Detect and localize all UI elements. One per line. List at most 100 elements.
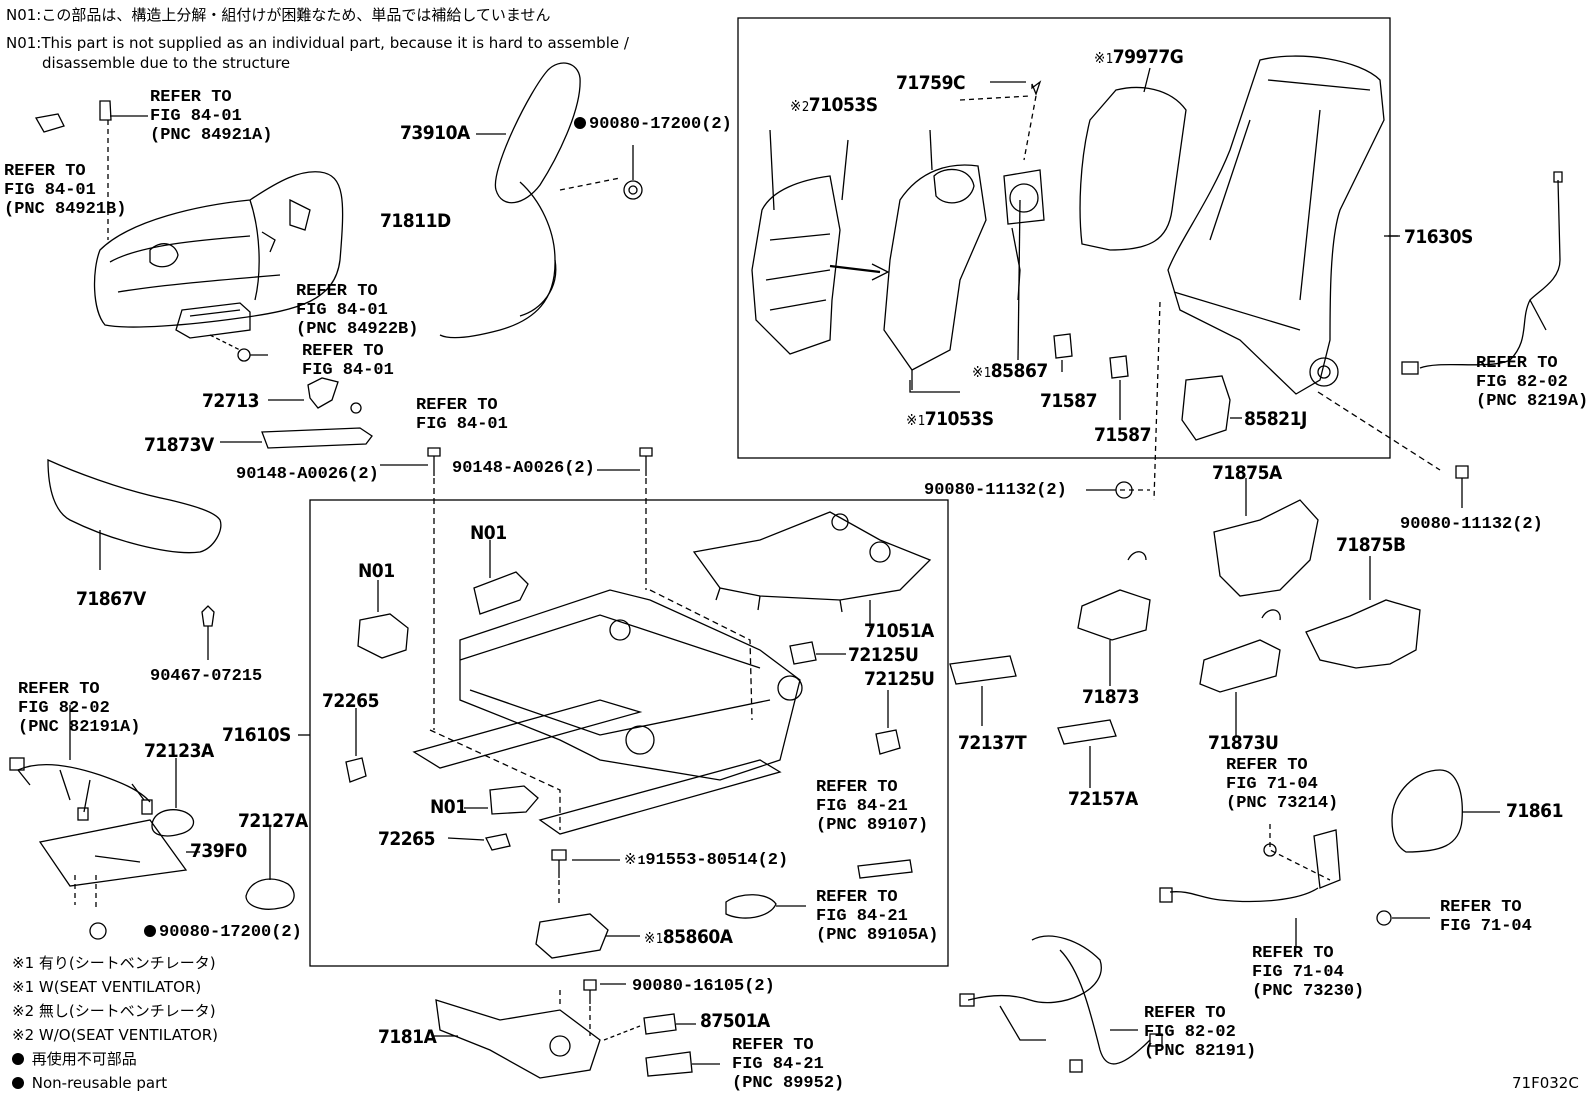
part-71867v[interactable]: 71867V bbox=[76, 588, 146, 610]
part-71053s-lower[interactable]: ※171053S bbox=[906, 408, 994, 430]
harness-71873V-drawing bbox=[220, 427, 373, 449]
part-71875a[interactable]: 71875A bbox=[1212, 462, 1282, 484]
part-90148-a0026-left[interactable]: 90148-A0026(2) bbox=[236, 465, 379, 484]
bolt-90080-11132-drawing bbox=[1086, 465, 1469, 508]
refer-fig-84-21-pnc-89952[interactable]: REFER TO FIG 84-21 (PNC 89952) bbox=[732, 1036, 845, 1093]
part-n01-lower[interactable]: N01 bbox=[430, 796, 467, 818]
part-72265-upper[interactable]: 72265 bbox=[322, 690, 379, 712]
seatback-group-box bbox=[737, 17, 1391, 459]
cushion-frame-group-box bbox=[309, 499, 949, 967]
clip-72127A-drawing bbox=[245, 826, 295, 910]
seat-cushion-cover-drawing bbox=[93, 171, 344, 328]
non-reusable-dot-icon bbox=[144, 925, 156, 937]
connector-71587-drawing bbox=[1053, 333, 1129, 420]
refer-fig-71-04[interactable]: REFER TO FIG 71-04 bbox=[1440, 898, 1532, 936]
connector-87501A-drawing bbox=[603, 1013, 720, 1077]
part-71873v[interactable]: 71873V bbox=[144, 434, 214, 456]
part-72137t[interactable]: 72137T bbox=[958, 732, 1027, 754]
part-90080-11132-right[interactable]: 90080-11132(2) bbox=[1400, 515, 1543, 534]
refer-fig-82-02-pnc-82191[interactable]: REFER TO FIG 82-02 (PNC 82191) bbox=[1144, 1004, 1257, 1061]
bracket-7181A-drawing bbox=[434, 990, 601, 1079]
part-n01-left[interactable]: N01 bbox=[358, 560, 395, 582]
part-n01-upper[interactable]: N01 bbox=[470, 522, 507, 544]
non-reusable-dot-icon bbox=[12, 1053, 24, 1065]
motor-n01-a-drawing bbox=[357, 580, 409, 659]
small-clip-drawings bbox=[34, 100, 148, 240]
part-90080-11132-left[interactable]: 90080-11132(2) bbox=[924, 481, 1067, 500]
motor-85821J-drawing bbox=[1181, 375, 1242, 441]
refer-fig-84-01-pnc-84921b[interactable]: REFER TO FIG 84-01 (PNC 84921B) bbox=[4, 162, 127, 219]
refer-fig-82-02-pnc-82191a[interactable]: REFER TO FIG 82-02 (PNC 82191A) bbox=[18, 680, 141, 737]
part-71587-right[interactable]: 71587 bbox=[1094, 424, 1151, 446]
refer-fig-84-21-pnc-89105a[interactable]: REFER TO FIG 84-21 (PNC 89105A) bbox=[816, 888, 939, 945]
part-90080-16105[interactable]: 90080-16105(2) bbox=[632, 977, 775, 996]
part-87501a[interactable]: 87501A bbox=[700, 1010, 770, 1032]
bolt-90080-16105-drawing bbox=[583, 979, 626, 1036]
part-72123a[interactable]: 72123A bbox=[144, 740, 214, 762]
part-72125u-upper[interactable]: 72125U bbox=[848, 644, 919, 666]
part-90467-07215[interactable]: 90467-07215 bbox=[150, 667, 263, 686]
part-71587-left[interactable]: 71587 bbox=[1040, 390, 1097, 412]
part-71811d[interactable]: 71811D bbox=[380, 210, 451, 232]
seatback-frame-plate-left-drawing bbox=[751, 129, 890, 355]
bracket-71873U-drawing bbox=[1199, 609, 1281, 736]
seatback-frame-71630S-drawing bbox=[1167, 55, 1400, 395]
part-90148-a0026-right[interactable]: 90148-A0026(2) bbox=[452, 459, 595, 478]
seatback-frame-plate-right-drawing bbox=[883, 129, 987, 393]
part-72127a[interactable]: 72127A bbox=[238, 810, 308, 832]
part-73910a[interactable]: 73910A bbox=[400, 122, 470, 144]
headrest-guide-drawing bbox=[439, 62, 643, 339]
legend-w-seat-ventilator-en: ※1 W(SEAT VENTILATOR) bbox=[12, 978, 202, 996]
part-85867[interactable]: ※185867 bbox=[972, 360, 1048, 382]
part-72125u-lower[interactable]: 72125U bbox=[864, 668, 935, 690]
legend-wo-seat-ventilator-en: ※2 W/O(SEAT VENTILATOR) bbox=[12, 1026, 219, 1044]
part-71861[interactable]: 71861 bbox=[1506, 800, 1563, 822]
ecu-85860A-drawing bbox=[535, 913, 640, 959]
part-90080-17200-bottom[interactable]: 90080-17200(2) bbox=[144, 924, 302, 941]
part-71873[interactable]: 71873 bbox=[1082, 686, 1139, 708]
bracket-72265-drawing bbox=[345, 708, 511, 851]
cover-72157A-drawing bbox=[1057, 719, 1117, 788]
note-n01-ja: N01:この部品は、構造上分解・組付けが困難なため、単品では補給していません bbox=[6, 6, 551, 24]
part-71875b[interactable]: 71875B bbox=[1336, 534, 1406, 556]
part-71630s[interactable]: 71630S bbox=[1404, 226, 1473, 248]
part-7181a[interactable]: 7181A bbox=[378, 1026, 437, 1048]
non-reusable-dot-icon bbox=[574, 117, 586, 129]
refer-fig-71-04-pnc-73230[interactable]: REFER TO FIG 71-04 (PNC 73230) bbox=[1252, 944, 1365, 1001]
part-72157a[interactable]: 72157A bbox=[1068, 788, 1138, 810]
fan-71759C-drawing bbox=[959, 80, 1045, 361]
bracket-8586-drawing bbox=[725, 859, 913, 919]
side-cover-71875B-drawing bbox=[1305, 556, 1421, 669]
refer-fig-84-01-a[interactable]: REFER TO FIG 84-01 bbox=[302, 342, 394, 380]
part-71053s-upper[interactable]: ※271053S bbox=[790, 94, 878, 116]
refer-fig-84-01-pnc-84922b[interactable]: REFER TO FIG 84-01 (PNC 84922B) bbox=[296, 282, 419, 339]
bolt-90148-right-drawing bbox=[597, 447, 653, 590]
refer-fig-71-04-pnc-73214[interactable]: REFER TO FIG 71-04 (PNC 73214) bbox=[1226, 756, 1339, 813]
part-71610s[interactable]: 71610S bbox=[222, 724, 291, 746]
part-85860a[interactable]: ※185860A bbox=[644, 926, 733, 948]
refer-fig-84-01-b[interactable]: REFER TO FIG 84-01 bbox=[416, 396, 508, 434]
refer-fig-84-01-pnc-84921a[interactable]: REFER TO FIG 84-01 (PNC 84921A) bbox=[150, 88, 273, 145]
clip-72123A-drawing bbox=[151, 758, 195, 837]
legend-wo-seat-ventilator-ja: ※2 無し(シートベンチレータ) bbox=[12, 1002, 216, 1020]
part-72265-lower[interactable]: 72265 bbox=[378, 828, 435, 850]
note-n01-en-line2: disassemble due to the structure bbox=[42, 54, 291, 72]
bolt-91553-drawing bbox=[551, 849, 620, 905]
part-71051a[interactable]: 71051A bbox=[864, 620, 934, 642]
part-71873u[interactable]: 71873U bbox=[1208, 732, 1279, 754]
part-85821j[interactable]: 85821J bbox=[1244, 408, 1307, 430]
cushion-harness-drawing bbox=[9, 705, 153, 821]
bolt-90148-left-drawing bbox=[380, 447, 441, 730]
part-72713[interactable]: 72713 bbox=[202, 390, 259, 412]
cushion-pan-71051A-drawing bbox=[692, 511, 932, 628]
refer-fig-84-21-pnc-89107[interactable]: REFER TO FIG 84-21 (PNC 89107) bbox=[816, 778, 929, 835]
refer-fig-82-02-pnc-8219a[interactable]: REFER TO FIG 82-02 (PNC 8219A) bbox=[1476, 354, 1589, 411]
part-90080-17200-top[interactable]: 90080-17200(2) bbox=[574, 116, 732, 133]
part-91553-80514[interactable]: ※191553-80514(2) bbox=[624, 851, 789, 870]
part-79977g[interactable]: ※179977G bbox=[1094, 46, 1184, 68]
part-71759c[interactable]: 71759C bbox=[896, 72, 966, 94]
bracket-72713-drawing bbox=[268, 377, 362, 414]
part-739f0[interactable]: 739F0 bbox=[190, 840, 247, 862]
dashed-bracket-leaders bbox=[1120, 301, 1441, 501]
